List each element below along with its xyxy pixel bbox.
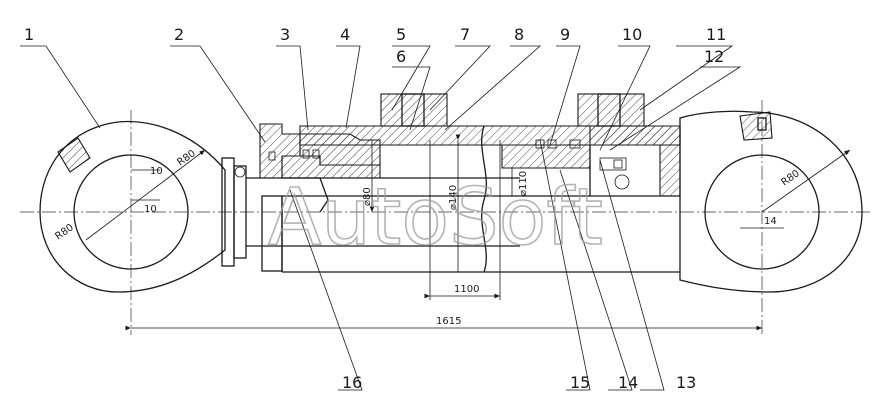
dim-overall-length: 1615	[436, 316, 461, 327]
callout-12: 12	[704, 47, 724, 66]
callout-6: 6	[396, 47, 406, 66]
dim-bore-diameter: ⌀140	[448, 185, 459, 210]
dim-right-lug-width: 14	[764, 216, 777, 227]
callout-2: 2	[174, 25, 184, 44]
callout-7: 7	[460, 25, 470, 44]
dim-piston-diameter: ⌀110	[518, 171, 529, 196]
callout-14: 14	[618, 373, 638, 392]
dim-right-eye-radius: R80	[779, 168, 801, 188]
dim-rod-diameter: ⌀80	[362, 187, 373, 206]
port-bosses	[380, 93, 645, 127]
callout-10: 10	[622, 25, 642, 44]
dim-left-eye-radius-top: R80	[175, 148, 197, 168]
callout-1: 1	[24, 25, 34, 44]
callout-4: 4	[340, 25, 350, 44]
dim-left-offset-b: 10	[144, 204, 157, 215]
dim-stroke-length: 1100	[454, 284, 479, 295]
dim-left-offset-a: 10	[150, 166, 163, 177]
callout-11: 11	[706, 25, 726, 44]
end-cap	[589, 110, 863, 293]
callout-15: 15	[570, 373, 590, 392]
dim-left-eye-radius: R80	[53, 222, 75, 242]
callout-3: 3	[280, 25, 290, 44]
left-rod-eye	[39, 120, 247, 293]
dimension-lines	[85, 134, 851, 331]
callout-labels: 1 2 3 4 5 6 7 8 9 10 11 12 13 14 15 16	[24, 25, 726, 392]
callout-16: 16	[342, 373, 362, 392]
callout-9: 9	[560, 25, 570, 44]
cylinder-tube	[281, 125, 681, 300]
callout-8: 8	[514, 25, 524, 44]
watermark: AutoSoft	[268, 173, 603, 263]
piston	[501, 139, 630, 196]
leader-lines	[20, 45, 742, 391]
callout-5: 5	[396, 25, 406, 44]
callout-13: 13	[676, 373, 696, 392]
